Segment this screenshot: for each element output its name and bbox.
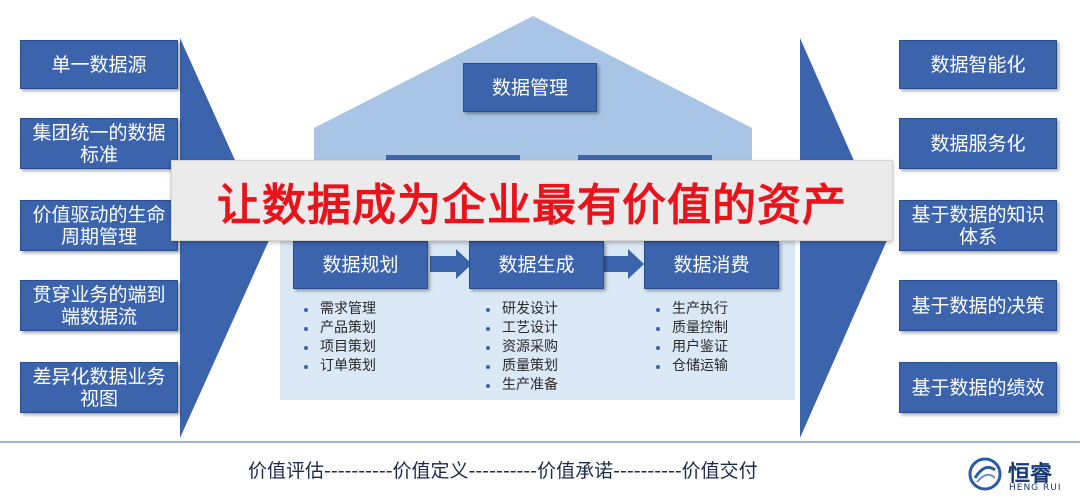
list-item: 质量控制	[650, 319, 728, 338]
left-box-4: 贯穿业务的端到端数据流	[20, 280, 178, 331]
stage-generate-list: 研发设计 工艺设计 资源采购 质量策划 生产准备	[480, 300, 558, 395]
list-item: 生产准备	[480, 376, 558, 395]
stage-consume-list: 生产执行 质量控制 用户鉴证 仓储运输	[650, 300, 728, 376]
list-item: 质量策划	[480, 357, 558, 376]
logo-mark-icon	[968, 457, 1002, 491]
left-box-1: 单一数据源	[20, 40, 178, 89]
list-item: 仓储运输	[650, 357, 728, 376]
list-item: 用户鉴证	[650, 338, 728, 357]
stage-generate-box: 数据生成	[469, 241, 604, 289]
arrow-generate-to-consume	[603, 249, 644, 279]
right-box-5: 基于数据的绩效	[899, 362, 1057, 413]
logo-english: HENG RUI	[1009, 483, 1062, 493]
left-box-3: 价值驱动的生命周期管理	[20, 200, 178, 251]
list-item: 订单策划	[298, 357, 376, 376]
right-box-1: 数据智能化	[899, 40, 1057, 89]
stage-plan-box: 数据规划	[293, 241, 428, 289]
list-item: 产品策划	[298, 319, 376, 338]
stage-consume-box: 数据消费	[644, 241, 779, 289]
list-item: 项目策划	[298, 338, 376, 357]
arrow-plan-to-generate	[430, 249, 472, 279]
headline-banner: 让数据成为企业最有价值的资产	[171, 160, 893, 241]
left-box-5: 差异化数据业务视图	[20, 362, 178, 413]
left-box-2: 集团统一的数据标准	[20, 118, 178, 169]
stage-plan-list: 需求管理 产品策划 项目策划 订单策划	[298, 300, 376, 376]
company-logo: 恒睿 HENG RUI	[967, 452, 1072, 498]
right-box-3: 基于数据的知识体系	[899, 200, 1057, 251]
right-box-2: 数据服务化	[899, 118, 1057, 169]
footer	[0, 441, 1080, 501]
list-item: 工艺设计	[480, 319, 558, 338]
list-item: 资源采购	[480, 338, 558, 357]
footer-divider	[0, 441, 1080, 443]
logo-chinese: 恒睿	[1008, 462, 1053, 487]
headline-text: 让数据成为企业最有价值的资产	[217, 179, 847, 231]
value-chain-text: 价值评估----------价值定义----------价值承诺--------…	[248, 460, 758, 482]
list-item: 生产执行	[650, 300, 728, 319]
right-box-4: 基于数据的决策	[899, 280, 1057, 331]
list-item: 需求管理	[298, 300, 376, 319]
data-management-box: 数据管理	[463, 63, 597, 112]
list-item: 研发设计	[480, 300, 558, 319]
